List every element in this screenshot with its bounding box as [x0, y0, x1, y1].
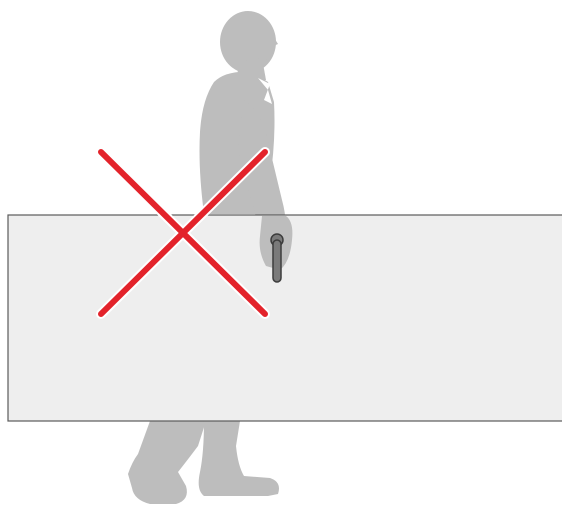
person-back-leg: [128, 421, 206, 504]
door-handle-icon: [271, 234, 283, 282]
person-front-leg: [199, 421, 279, 496]
